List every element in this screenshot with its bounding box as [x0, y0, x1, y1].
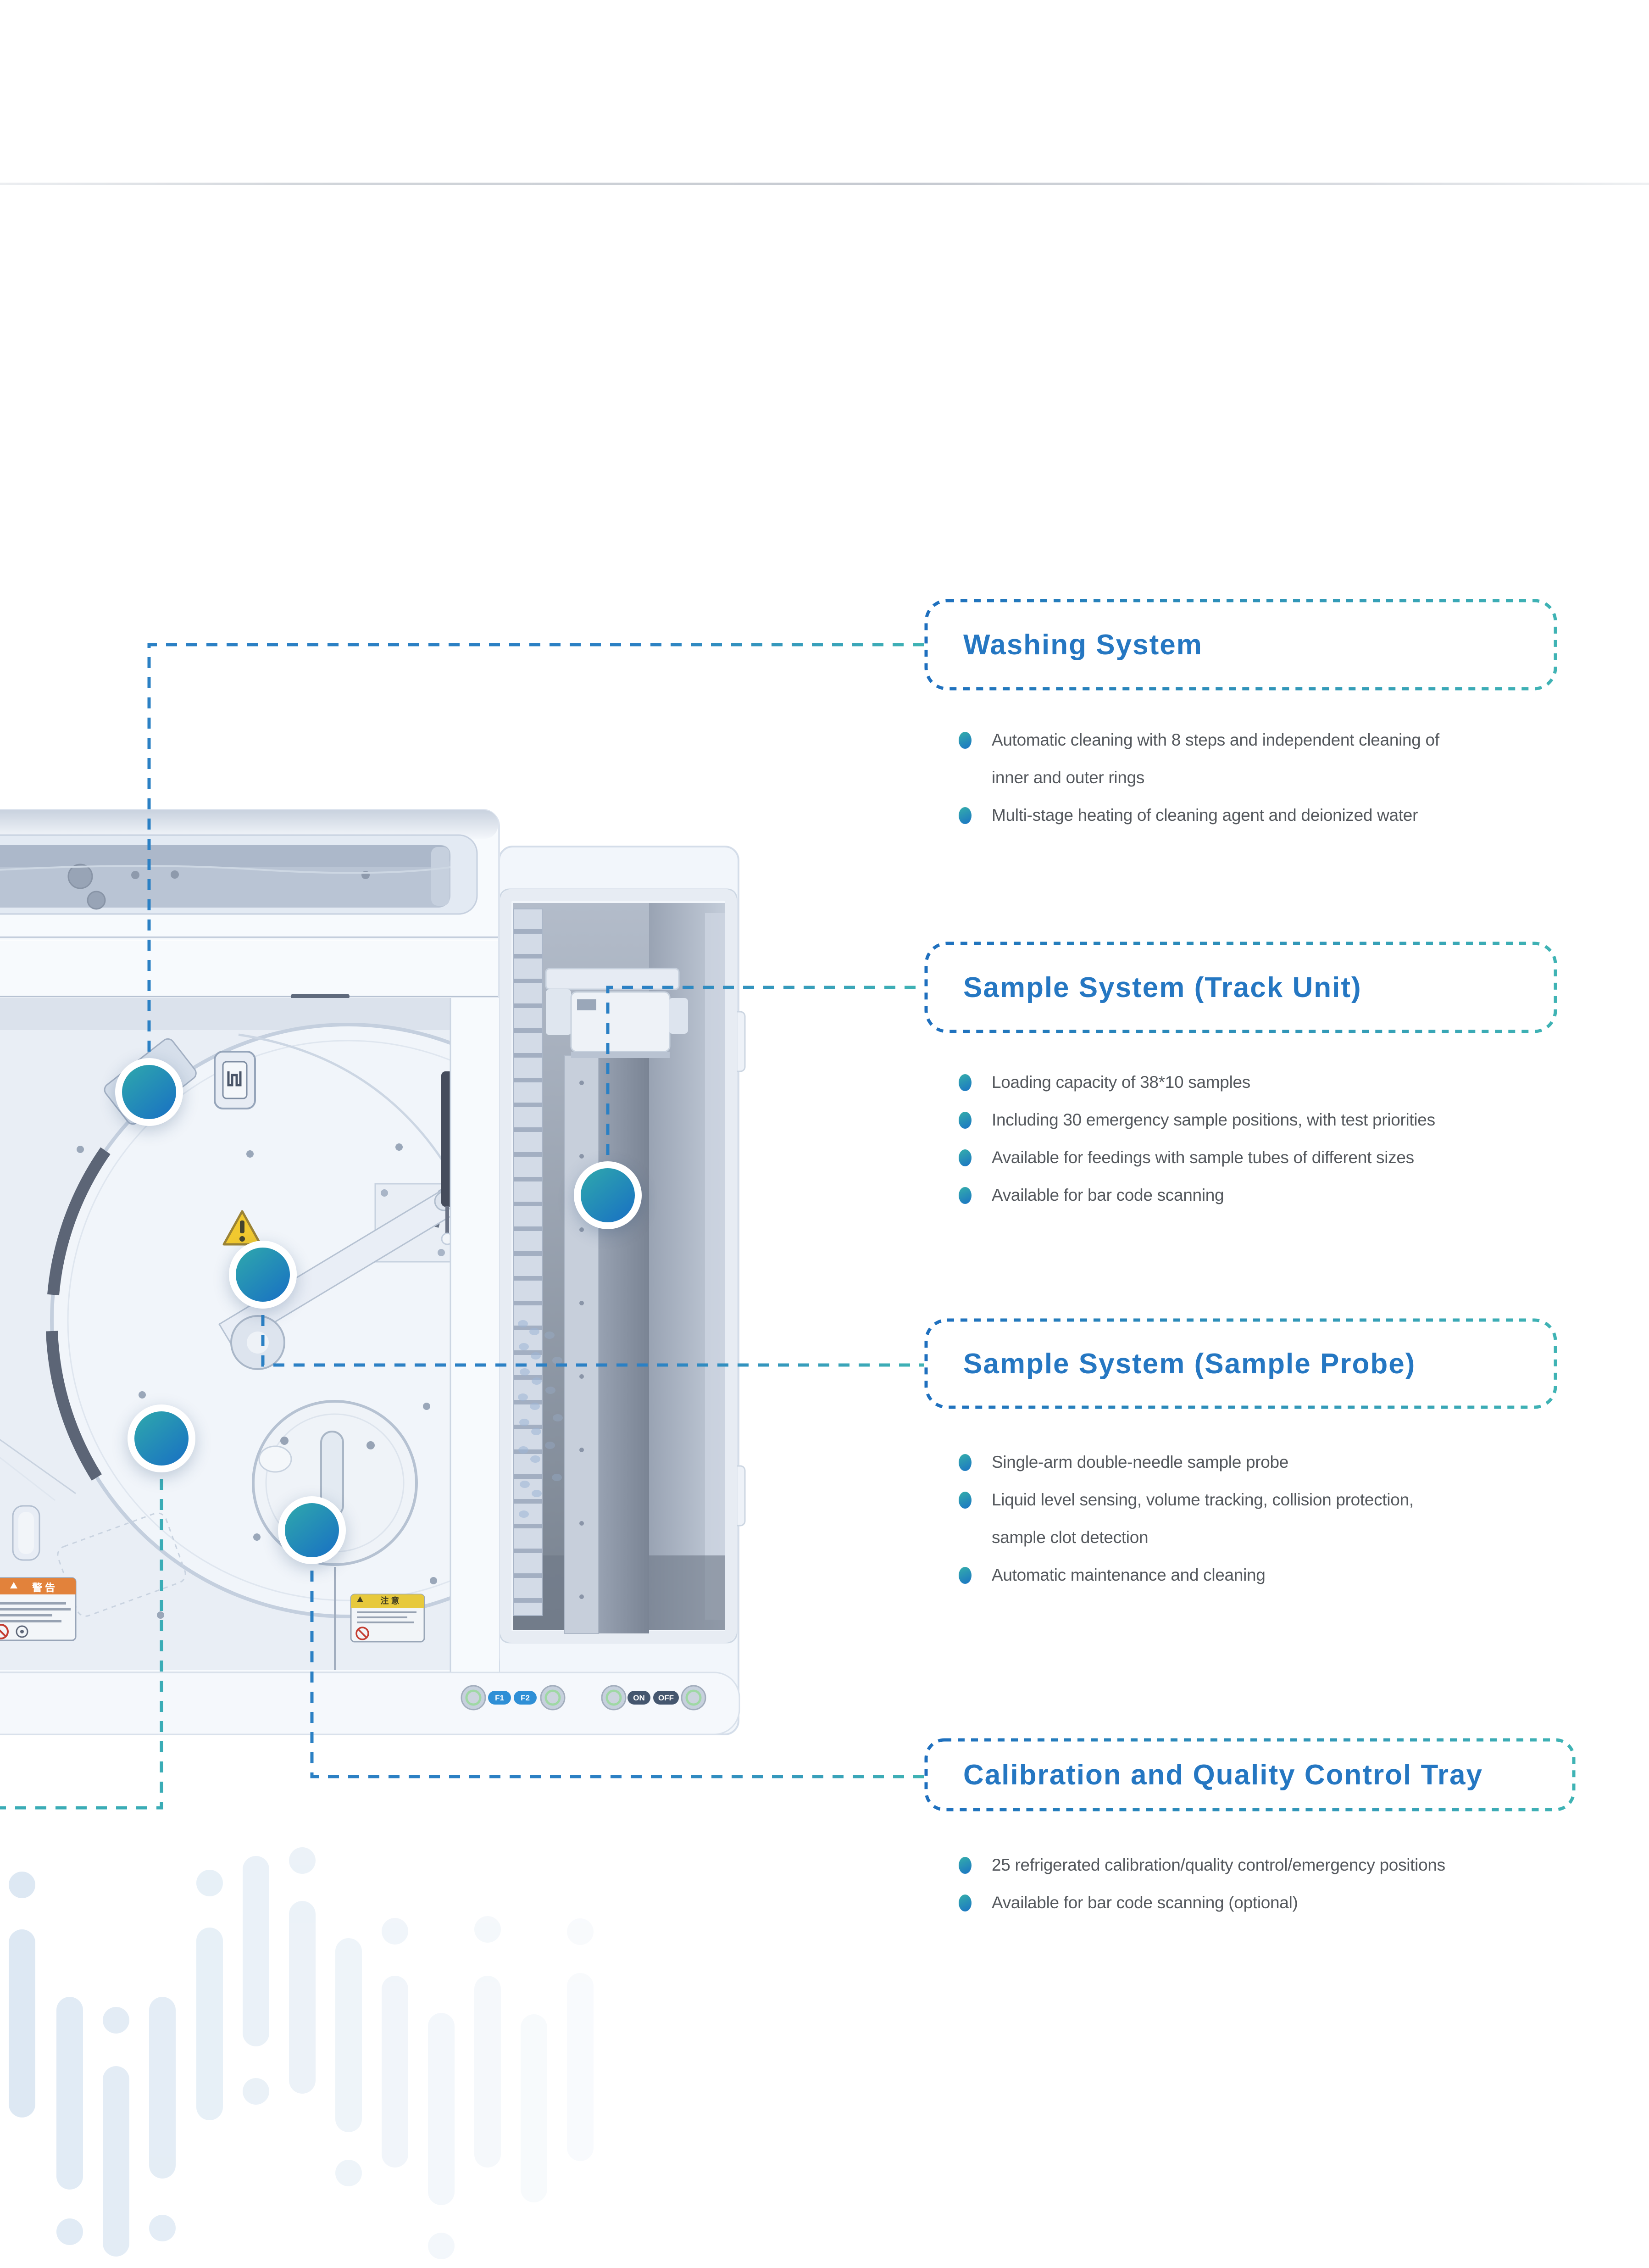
bullet-dot: [959, 1149, 972, 1166]
track-unit: [498, 846, 746, 1735]
bullet-text: Including 30 emergency sample positions,…: [992, 1110, 1435, 1129]
callout-box-sample-probe: Sample System (Sample Probe): [924, 1318, 1557, 1409]
f1-text: F1: [495, 1694, 504, 1702]
feature-bullet: Single-arm double-needle sample probe: [959, 1443, 1555, 1481]
washing-system-marker: [115, 1058, 183, 1126]
feature-bullet: Including 30 emergency sample positions,…: [959, 1101, 1555, 1139]
feature-bullet: Loading capacity of 38*10 samples: [959, 1064, 1555, 1101]
bullet-dot: [959, 1895, 972, 1911]
bullet-dot: [959, 1112, 972, 1129]
off-text: OFF: [658, 1694, 674, 1702]
bullet-text: Loading capacity of 38*10 samples: [992, 1073, 1250, 1092]
warning-label-text: 警 告: [32, 1582, 55, 1594]
warning-label: 警 告: [0, 1577, 77, 1641]
function-button-2: [540, 1685, 566, 1711]
top-tray: [0, 834, 478, 915]
door-strut: [441, 1071, 450, 1245]
bullet-dot: [959, 807, 972, 824]
caution-label-text: 注 意: [380, 1596, 399, 1605]
washing-system-features: Automatic cleaning with 8 steps and inde…: [959, 721, 1555, 834]
bullet-text: Multi-stage heating of cleaning agent an…: [992, 806, 1418, 825]
qc-tray-marker: [278, 1496, 346, 1564]
waveform-decoration: [9, 1847, 594, 2259]
bullet-text: Automatic maintenance and cleaning: [992, 1566, 1266, 1584]
bullet-dot: [959, 732, 972, 749]
bullet-text: Automatic cleaning with 8 steps and inde…: [992, 730, 1439, 787]
left-tray-marker: [128, 1404, 195, 1472]
power-button-off: [681, 1685, 706, 1711]
feature-bullet: 25 refrigerated calibration/quality cont…: [959, 1846, 1555, 1884]
feature-bullet: Available for bar code scanning: [959, 1176, 1555, 1214]
front-panel: F1 F2 ON OFF: [0, 1672, 740, 1735]
slot-fixture: [214, 1051, 256, 1109]
callout-box-washing-system: Washing System: [924, 599, 1557, 691]
callout-title: Calibration and Quality Control Tray: [963, 1759, 1483, 1791]
track-unit-marker: [574, 1161, 642, 1229]
feature-bullet: Multi-stage heating of cleaning agent an…: [959, 797, 1555, 834]
function-button-1: [461, 1685, 486, 1711]
feature-bullet: Liquid level sensing, volume tracking, c…: [959, 1481, 1555, 1556]
bullet-dot: [959, 1857, 972, 1874]
on-text: ON: [633, 1694, 645, 1702]
bullet-text: Available for bar code scanning (optiona…: [992, 1893, 1298, 1912]
track-rail: [564, 1051, 649, 1634]
dashed-border: [924, 1738, 1576, 1811]
callout-title: Washing System: [963, 629, 1203, 661]
bullet-text: Available for bar code scanning: [992, 1186, 1224, 1204]
bullet-text: Single-arm double-needle sample probe: [992, 1453, 1289, 1471]
feature-bullet: Available for feedings with sample tubes…: [959, 1139, 1555, 1176]
callout-box-qc-tray: Calibration and Quality Control Tray: [924, 1738, 1576, 1811]
callout-box-track-unit: Sample System (Track Unit): [924, 942, 1557, 1033]
feature-bullet: Available for bar code scanning (optiona…: [959, 1884, 1555, 1922]
sample-probe-marker: [229, 1241, 297, 1309]
dashed-border: [924, 599, 1557, 691]
bullet-dot: [959, 1454, 972, 1471]
power-button-on: [601, 1685, 627, 1711]
callout-title: Sample System (Sample Probe): [963, 1348, 1416, 1380]
bullet-dot: [959, 1492, 972, 1509]
f2-text: F2: [521, 1694, 530, 1702]
dashed-border: [924, 1318, 1557, 1409]
dashed-border: [924, 942, 1557, 1033]
qc-tray-features: 25 refrigerated calibration/quality cont…: [959, 1846, 1555, 1922]
bullet-text: Available for feedings with sample tubes…: [992, 1148, 1414, 1167]
analyzer-illustration: 警 告 注 意: [0, 809, 746, 1735]
bullet-dot: [959, 1567, 972, 1584]
bullet-text: 25 refrigerated calibration/quality cont…: [992, 1856, 1445, 1874]
caution-label: 注 意: [350, 1594, 425, 1643]
bullet-dot: [959, 1074, 972, 1091]
warning-triangle-icon: [222, 1210, 262, 1246]
feature-bullet: Automatic maintenance and cleaning: [959, 1556, 1555, 1594]
bullet-text: Liquid level sensing, volume tracking, c…: [992, 1490, 1414, 1547]
feature-bullet: Automatic cleaning with 8 steps and inde…: [959, 721, 1555, 797]
header-rule: [0, 183, 1649, 185]
bullet-dot: [959, 1187, 972, 1204]
callout-title: Sample System (Track Unit): [963, 971, 1362, 1003]
